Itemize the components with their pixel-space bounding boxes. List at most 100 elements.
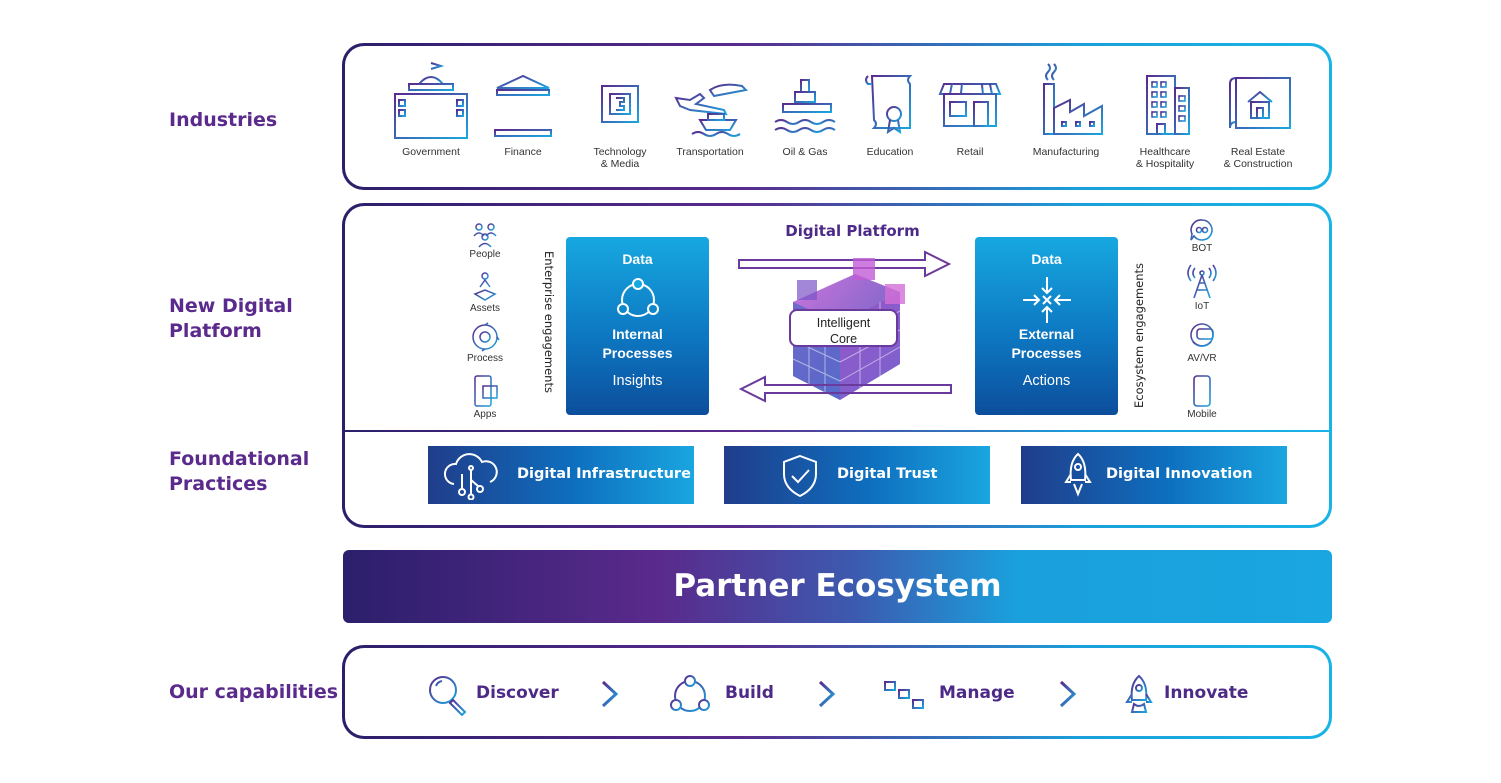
digital-platform-title: Digital Platform: [785, 222, 920, 240]
capability-label: Innovate: [1164, 683, 1249, 703]
practice-digital-infrastructure[interactable]: Digital Infrastructure: [428, 446, 694, 504]
ecosystem-engagements-label: Ecosystem engagements: [1132, 262, 1146, 408]
converge-arrows-icon: [1023, 277, 1071, 323]
industry-oil-gas[interactable]: Oil & Gas: [757, 60, 853, 158]
industry-label: Technology & Media: [593, 146, 647, 170]
backward-arrow-icon: [738, 375, 952, 403]
external-processes-box: Data External Processes Actions: [975, 237, 1118, 415]
hospital-icon: [1146, 75, 1190, 135]
industry-label: Education: [866, 146, 914, 158]
bot-icon: [1190, 219, 1213, 241]
side-item-label: IoT: [1194, 301, 1210, 312]
practice-label: Digital Infrastructure: [517, 466, 691, 482]
practice-digital-trust[interactable]: Digital Trust: [724, 446, 990, 504]
industry-label: Real Estate & Construction: [1223, 146, 1293, 170]
side-item-label: Apps: [473, 409, 497, 420]
external-actions-label: Actions: [1022, 373, 1071, 389]
magnifier-icon: [429, 676, 467, 716]
side-item-label: AV/VR: [1187, 353, 1217, 364]
industry-government[interactable]: Government: [383, 60, 479, 158]
side-item-label: Mobile: [1187, 409, 1217, 420]
industry-label: Healthcare & Hospitality: [1135, 146, 1195, 170]
internal-processes-box: Data Internal Processes Insights: [566, 237, 709, 415]
bank-icon: [494, 74, 552, 137]
internal-insights-label: Insights: [612, 373, 663, 389]
partner-ecosystem-banner: Partner Ecosystem: [343, 550, 1332, 623]
certificate-icon: [865, 75, 913, 135]
practice-label: Digital Innovation: [1106, 466, 1253, 482]
external-data-heading: Data: [1031, 251, 1062, 267]
side-item-label: Assets: [469, 303, 500, 314]
capability-innovate[interactable]: Innovate: [1124, 674, 1254, 714]
external-processes-title: External Processes: [1011, 326, 1082, 361]
rocket-icon: [1064, 452, 1092, 497]
row-label-industries: Industries: [169, 109, 278, 131]
industry-retail[interactable]: Retail: [922, 60, 1018, 158]
chevron-right-icon: [818, 680, 836, 708]
assets-icon: [473, 272, 497, 301]
capability-label: Manage: [939, 683, 1015, 703]
capability-manage[interactable]: Manage: [882, 674, 1022, 714]
intelligent-core-label: Intelligent Core: [789, 309, 898, 347]
network-icon: [670, 675, 710, 712]
capability-label: Build: [725, 683, 774, 703]
side-item-assets[interactable]: Assets: [460, 272, 510, 315]
industry-education[interactable]: Education: [842, 60, 938, 158]
industry-transportation[interactable]: Transportation: [662, 60, 758, 158]
transport-icon: [674, 77, 749, 137]
mobile-icon: [1193, 375, 1211, 407]
chevron-right-icon: [1059, 680, 1077, 708]
practice-label: Digital Trust: [837, 466, 938, 482]
internal-processes-title: Internal Processes: [602, 326, 673, 361]
industry-technology[interactable]: Technology & Media: [572, 60, 668, 170]
rocket-icon: [1125, 674, 1153, 713]
apps-icon: [474, 375, 498, 407]
industry-healthcare[interactable]: Healthcare & Hospitality: [1117, 60, 1213, 170]
forward-arrow-icon: [738, 250, 952, 278]
side-item-label: BOT: [1191, 243, 1213, 254]
side-item-people[interactable]: People: [460, 222, 510, 261]
side-item-label: People: [469, 249, 501, 260]
process-icon: [472, 322, 500, 352]
side-item-av-vr[interactable]: AV/VR: [1177, 322, 1227, 365]
sliders-icon: [884, 676, 924, 714]
industry-label: Retail: [956, 146, 984, 158]
practice-digital-innovation[interactable]: Digital Innovation: [1021, 446, 1287, 504]
capability-label: Discover: [476, 683, 559, 703]
industry-label: Oil & Gas: [782, 146, 828, 158]
industry-label: Finance: [504, 146, 542, 158]
people-icon: [473, 223, 497, 248]
chevron-right-icon: [601, 680, 619, 708]
capabilities-frame: [342, 645, 1332, 739]
internal-data-heading: Data: [622, 251, 653, 267]
industry-label: Government: [402, 146, 460, 158]
industry-finance[interactable]: Finance: [475, 60, 571, 158]
industry-manufacturing[interactable]: Manufacturing: [1018, 60, 1114, 158]
factory-icon: [1043, 63, 1103, 135]
side-item-apps[interactable]: Apps: [460, 374, 510, 421]
industry-label: Transportation: [676, 146, 744, 158]
capability-discover[interactable]: Discover: [425, 674, 565, 716]
iot-tower-icon: [1187, 264, 1217, 299]
side-item-process[interactable]: Process: [460, 322, 510, 365]
industry-label: Manufacturing: [1032, 146, 1100, 158]
platform-divider: [345, 430, 1330, 432]
vr-headset-icon: [1190, 323, 1214, 347]
row-label-foundational-practices: Foundational Practices: [169, 448, 310, 495]
store-icon: [938, 83, 1002, 127]
government-icon: [394, 62, 468, 139]
row-label-new-digital-platform: New Digital Platform: [169, 295, 293, 342]
oil-rig-icon: [774, 76, 836, 133]
cycle-network-icon: [617, 278, 659, 317]
enterprise-engagements-label: Enterprise engagements: [542, 251, 556, 393]
row-label-our-capabilities: Our capabilities: [169, 681, 339, 703]
side-item-iot[interactable]: IoT: [1177, 264, 1227, 313]
cloud-circuit-icon: [444, 453, 498, 500]
blueprint-icon: [1229, 76, 1291, 129]
capability-build[interactable]: Build: [667, 674, 777, 714]
chip-icon: [596, 80, 644, 128]
side-item-bot[interactable]: BOT: [1177, 218, 1227, 255]
shield-check-icon: [783, 454, 817, 498]
industry-real-estate[interactable]: Real Estate & Construction: [1210, 60, 1306, 170]
side-item-mobile[interactable]: Mobile: [1177, 374, 1227, 421]
